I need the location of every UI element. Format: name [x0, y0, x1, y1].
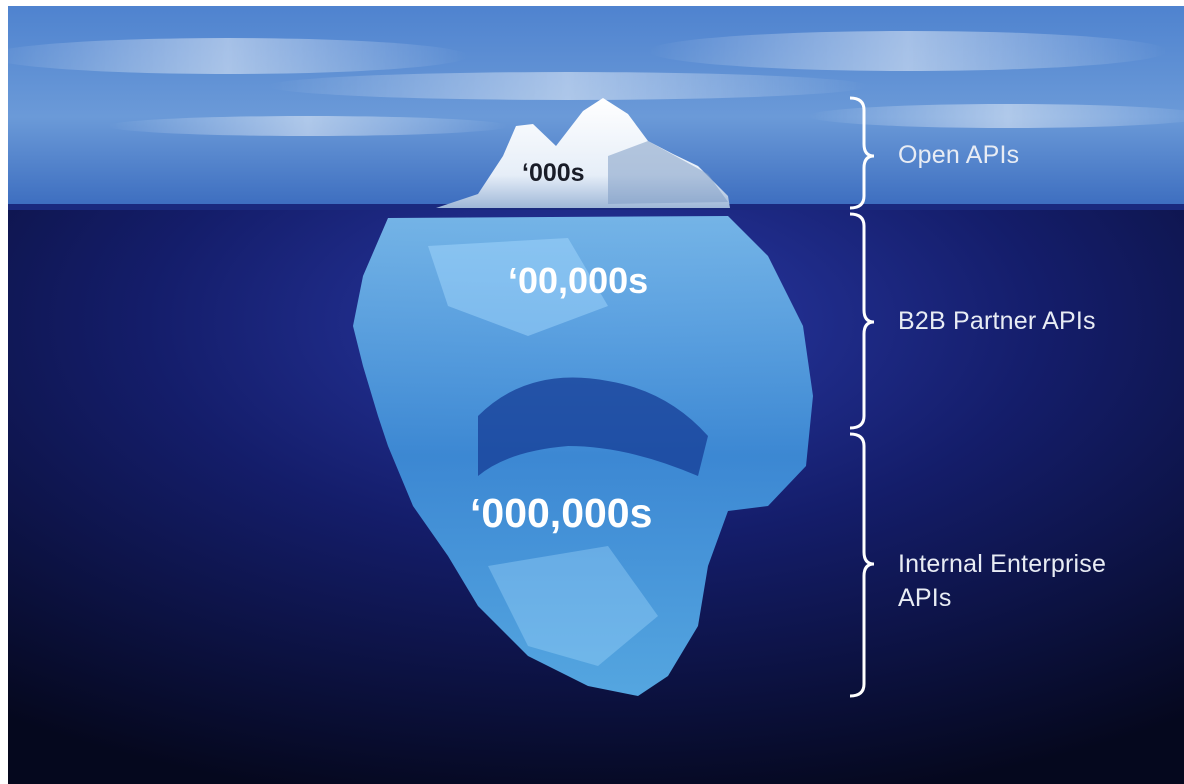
open-apis-count: ‘000s: [522, 159, 585, 187]
internal-enterprise-apis-label: Internal Enterprise APIs: [898, 547, 1106, 615]
ice-cavity: [478, 377, 708, 476]
internal-apis-count: ‘000,000s: [470, 490, 653, 536]
internal-label-line-2: APIs: [898, 584, 952, 612]
ice-highlight-2: [488, 546, 658, 666]
clouds: [8, 31, 1184, 136]
iceberg-diagram: ‘000s ‘00,000s ‘000,000s Open APIs B2B P…: [8, 6, 1184, 784]
ice-highlight: [428, 238, 608, 336]
b2b-apis-count: ‘00,000s: [508, 260, 649, 301]
bracket-open: [849, 96, 875, 210]
bracket-internal: [849, 432, 875, 698]
iceberg-scene: [8, 6, 1184, 784]
open-apis-label: Open APIs: [898, 141, 1020, 169]
iceberg-tip-shade: [608, 141, 728, 204]
b2b-partner-apis-label: B2B Partner APIs: [898, 307, 1096, 335]
internal-label-line-1: Internal Enterprise: [898, 550, 1107, 578]
bracket-b2b: [849, 212, 875, 430]
submerged-ice: [353, 216, 813, 696]
